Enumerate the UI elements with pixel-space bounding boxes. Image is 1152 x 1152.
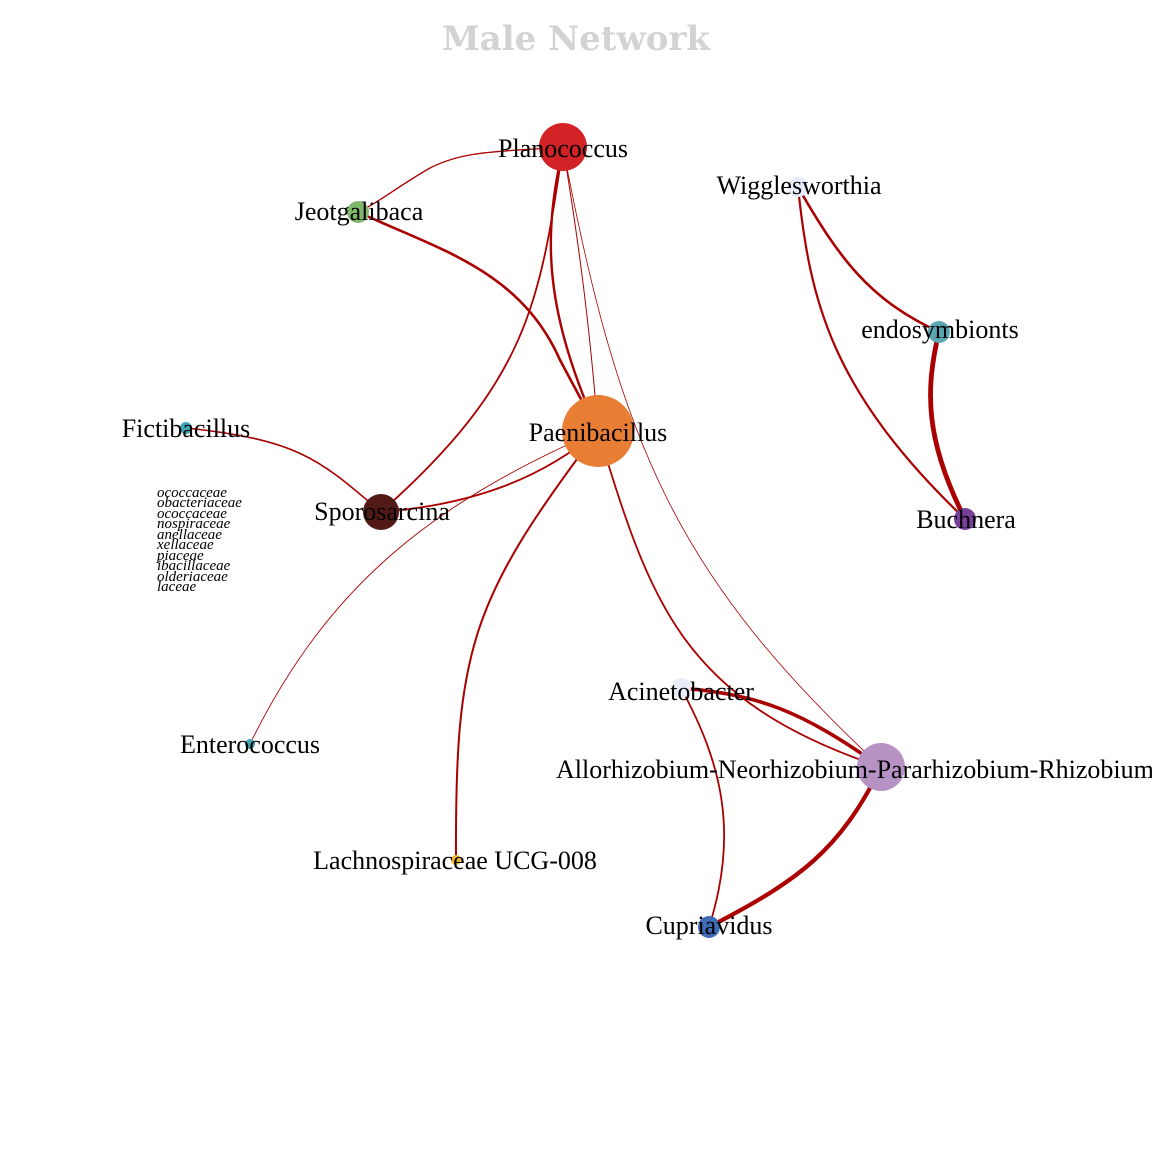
edge-paenibacillus-allorhizobium (597, 430, 882, 768)
legend-item: laceae (157, 579, 196, 595)
legend-item: ococcaceae (157, 506, 227, 522)
node-label-allorhizobium: Allorhizobium-Neorhizobium-Pararhizobium… (556, 755, 1152, 784)
edge-planococcus-jeotgalibaca (357, 146, 564, 213)
legend-item: nospiraceae (157, 516, 231, 532)
node-label-endosymbionts: endosymbionts (861, 315, 1018, 344)
node-label-planococcus: Planococcus (498, 134, 628, 163)
node-sporosarcina[interactable] (363, 494, 399, 530)
edge-paenibacillus-enterococcus (249, 430, 599, 745)
edge-endosymbionts-buchnera (928, 329, 968, 522)
node-buchnera[interactable] (954, 508, 976, 530)
node-label-enterococcus: Enterococcus (180, 730, 320, 759)
node-label-cupriavidus: Cupriavidus (645, 911, 772, 940)
node-label-fictibacillus: Fictibacillus (122, 414, 251, 443)
node-label-acinetobacter: Acinetobacter (608, 677, 754, 706)
edge-jeotgalibaca-paenibacillus (356, 210, 600, 433)
node-enterococcus[interactable] (245, 739, 255, 749)
node-label-buchnera: Buchnera (916, 505, 1016, 534)
edge-planococcus-allorhizobium (562, 146, 882, 768)
node-planococcus[interactable] (539, 123, 587, 171)
legend-item: olderiaceae (157, 569, 228, 585)
node-endosymbionts[interactable] (928, 321, 950, 343)
legend-item: anellaceae (157, 527, 222, 543)
edge-allorhizobium-cupriavidus (706, 764, 884, 930)
legend-item: piaceae (156, 548, 204, 564)
edge-acinetobacter-allorhizobium (679, 686, 883, 769)
node-paenibacillus[interactable] (562, 395, 634, 467)
edge-paenibacillus-lachnospiraceae-ucg-008 (454, 430, 599, 861)
node-lachnospiraceae-ucg-008[interactable] (451, 855, 461, 865)
node-cupriavidus[interactable] (698, 916, 720, 938)
node-allorhizobium[interactable] (857, 743, 905, 791)
legend-item: ibacillaceae (157, 558, 231, 574)
node-layer (180, 123, 976, 938)
legend: ococcaceae obacteriaceae ococcaceae nosp… (156, 485, 242, 595)
node-label-jeotgalibaca: Jeotgalibaca (295, 197, 424, 226)
edge-fictibacillus-sporosarcina (185, 427, 382, 513)
edge-wigglesworthia-endosymbionts (796, 185, 941, 334)
node-label-lachnospiraceae-ucg-008: Lachnospiraceae UCG-008 (313, 846, 597, 875)
diagram-title: Male Network (442, 19, 711, 59)
node-label-sporosarcina: Sporosarcina (314, 497, 450, 526)
edge-acinetobacter-cupriavidus (680, 687, 726, 928)
node-fictibacillus[interactable] (180, 422, 192, 434)
edge-layer (185, 145, 968, 930)
node-label-wigglesworthia: Wigglesworthia (716, 171, 881, 200)
node-acinetobacter[interactable] (671, 678, 691, 698)
legend-item: xellaceae (156, 537, 214, 553)
legend-item: obacteriaceae (157, 495, 242, 511)
edge-planococcus-paenibacillus (562, 146, 599, 432)
edge-planococcus-sporosarcina (380, 146, 564, 513)
edge-wigglesworthia-buchnera (796, 185, 967, 521)
node-jeotgalibaca[interactable] (347, 201, 369, 223)
node-label-paenibacillus: Paenibacillus (529, 418, 668, 447)
legend-item: ococcaceae (157, 485, 227, 501)
edge-planococcus-paenibacillus (549, 145, 600, 433)
node-wigglesworthia[interactable] (788, 177, 808, 197)
